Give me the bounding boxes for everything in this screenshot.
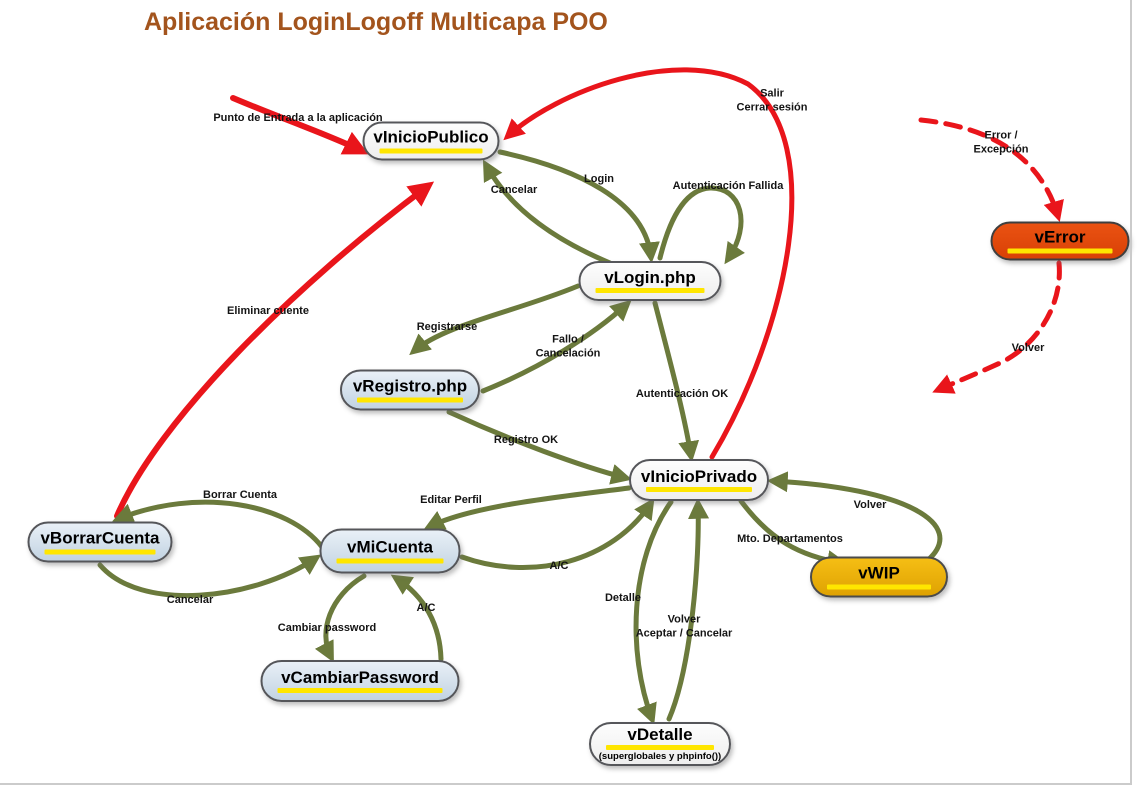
edge-volver-error: [932, 260, 1062, 394]
edge-label-cancelar-login: Cancelar: [490, 184, 538, 197]
node-underline-vRegistro: [357, 397, 463, 403]
node-underline-vMiCuenta: [336, 558, 444, 564]
node-underline-vCambiarPassword: [277, 688, 443, 694]
edge-label-login: Login: [584, 173, 614, 186]
edge-salir-cerrar-sesion: [503, 67, 795, 460]
node-underline-vWIP: [827, 584, 931, 590]
edge-label-eliminar-cuente: Eliminar cuente: [227, 305, 309, 318]
edge-label-cambiar-password: Cambiar password: [277, 622, 377, 635]
edge-label-editar-perfil: Editar Perfil: [420, 494, 482, 507]
page-border-bottom: [0, 783, 1132, 785]
edge-label-volver-wip: Volver: [853, 499, 887, 512]
edge-label-ac-cambiarpassword: A/C: [416, 602, 436, 615]
node-vLogin: vLogin.php: [578, 261, 722, 301]
node-label-vRegistro: vRegistro.php: [352, 376, 468, 396]
edge-ac-micuenta: [459, 497, 655, 570]
node-label-vLogin: vLogin.php: [604, 267, 696, 287]
edge-label-autenticacion-fallida: Autenticación Fallida: [672, 180, 784, 193]
node-vCambiarPassword: vCambiarPassword: [260, 660, 460, 702]
node-vRegistro: vRegistro.php: [340, 369, 480, 411]
edge-volver-aceptar-cancelar: [666, 497, 710, 722]
edge-label-registro-ok: Registro OK: [493, 434, 559, 447]
node-label-vCambiarPassword: vCambiarPassword: [281, 667, 439, 687]
node-vError: vError: [990, 221, 1130, 261]
edge-registro-ok: [446, 409, 633, 485]
edge-registrarse: [409, 283, 581, 356]
node-label-vInicioPrivado: vInicioPrivado: [640, 466, 758, 486]
node-underline-vInicioPrivado: [646, 487, 752, 493]
node-vWIP: vWIP: [810, 556, 948, 598]
edge-borrar-cuenta: [112, 499, 325, 550]
edge-cambiar-password: [314, 573, 367, 663]
node-label-vMiCuenta: vMiCuenta: [347, 537, 433, 557]
edge-login: [497, 149, 660, 264]
node-label-vDetalle: vDetalle: [627, 724, 693, 744]
node-underline-vLogin: [595, 288, 705, 294]
edge-error-excepcion: [918, 117, 1064, 223]
node-label-vWIP: vWIP: [858, 563, 900, 583]
edge-label-autenticacion-ok: Autenticación OK: [635, 388, 729, 401]
node-vMiCuenta: vMiCuenta: [319, 528, 461, 574]
edge-label-mto-departamentos: Mto. Departamentos: [737, 533, 843, 546]
node-label-vBorrarCuenta: vBorrarCuenta: [40, 528, 160, 548]
edge-volver-wip: [766, 471, 943, 563]
edge-ac-cambiarpassword: [390, 574, 444, 662]
edge-eliminar-cuente: [114, 181, 435, 519]
edge-label-borrar-cuenta: Borrar Cuenta: [203, 489, 277, 502]
node-vInicioPrivado: vInicioPrivado: [629, 459, 769, 501]
edge-label-volver-error: Volver: [1011, 342, 1045, 355]
edge-cancelar-borrar: [97, 554, 322, 599]
node-underline-vInicioPublico: [379, 148, 483, 154]
edge-punto-entrada: [230, 95, 369, 155]
edge-label-fallo-cancelacion: Fallo /Cancelación: [535, 333, 601, 359]
edge-detalle: [633, 499, 674, 725]
edge-fallo-cancelacion: [480, 299, 632, 394]
node-underline-vDetalle: [606, 745, 714, 751]
edge-autenticacion-fallida: [657, 185, 745, 265]
edge-cancelar-login: [482, 159, 613, 266]
node-underline-vBorrarCuenta: [44, 549, 156, 555]
node-underline-vError: [1007, 248, 1113, 254]
edge-label-ac-micuenta: A/C: [549, 560, 569, 573]
edge-label-detalle: Detalle: [604, 592, 642, 605]
node-subtitle-vDetalle: (superglobales y phpinfo()): [598, 751, 722, 763]
node-vBorrarCuenta: vBorrarCuenta: [27, 521, 173, 563]
edge-label-error-excepcion: Error /Excepción: [973, 129, 1029, 155]
edge-mto-departamentos: [738, 498, 849, 571]
edge-label-punto-entrada: Punto de Entrada a la aplicación: [213, 112, 383, 125]
edge-label-cancelar-borrar: Cancelar: [166, 594, 214, 607]
node-vDetalle: vDetalle (superglobales y phpinfo()): [589, 722, 731, 766]
node-vInicioPublico: vInicioPublico: [362, 121, 500, 161]
edge-autenticacion-ok: [652, 300, 700, 463]
node-label-vInicioPublico: vInicioPublico: [373, 127, 489, 147]
page-title: Aplicación LoginLogoff Multicapa POO: [144, 8, 608, 36]
page-border-right: [1130, 0, 1132, 785]
edge-editar-perfil: [423, 485, 632, 530]
node-label-vError: vError: [1034, 227, 1086, 247]
edge-label-registrarse: Registrarse: [416, 321, 478, 334]
